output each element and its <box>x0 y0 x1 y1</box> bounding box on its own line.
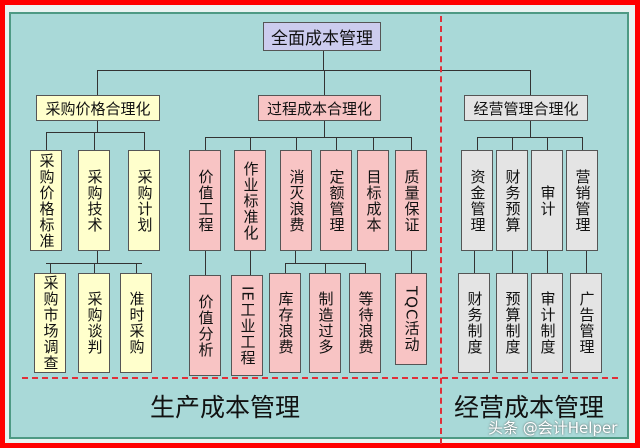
connector-line <box>205 251 206 275</box>
subcategory-node: 营销管理 <box>566 150 598 251</box>
operating-cost-label: 经营成本管理 <box>454 393 605 422</box>
connector-line <box>324 70 325 95</box>
detail-node: 库存浪费 <box>269 273 301 373</box>
connector-line <box>250 251 251 275</box>
subcategory-node: 财务预算 <box>496 150 528 251</box>
connector-line <box>365 263 366 273</box>
connector-line <box>586 251 587 273</box>
subcategory-node: 采购技术 <box>78 150 110 251</box>
subcategory-node: 采购价格标准 <box>30 150 62 251</box>
connector-line <box>512 137 513 150</box>
connector-line <box>325 263 326 273</box>
connector-line <box>136 263 137 273</box>
detail-node: TQC活动 <box>395 273 427 365</box>
connector-line <box>324 121 325 137</box>
horizontal-divider <box>22 377 618 379</box>
detail-node: 广告管理 <box>570 273 602 373</box>
connector-line <box>205 137 206 150</box>
detail-node: 财务制度 <box>458 273 490 373</box>
connector-line <box>477 137 582 138</box>
subcategory-node: 消灭浪费 <box>280 150 312 251</box>
subcategory-node: 价值工程 <box>189 150 221 251</box>
category-node: 经营管理合理化 <box>464 95 588 121</box>
connector-line <box>46 132 47 150</box>
root-node: 全面成本管理 <box>263 22 381 51</box>
connector-line <box>373 137 374 150</box>
connector-line <box>512 251 513 273</box>
connector-line <box>144 132 145 150</box>
connector-line <box>205 137 411 138</box>
connector-line <box>336 137 337 150</box>
connector-line <box>50 263 51 273</box>
connector-line <box>94 263 95 273</box>
category-node: 过程成本合理化 <box>258 95 381 121</box>
detail-node: 准时采购 <box>120 273 152 373</box>
connector-line <box>323 50 324 70</box>
subcategory-node: 目标成本 <box>357 150 389 251</box>
detail-node: 等待浪费 <box>349 273 381 373</box>
subcategory-node: 质量保证 <box>395 150 427 251</box>
connector-line <box>296 137 297 150</box>
connector-line <box>411 137 412 150</box>
detail-node: 审计制度 <box>531 273 563 373</box>
connector-line <box>94 132 95 150</box>
connector-line <box>97 70 530 71</box>
subcategory-node: 定额管理 <box>320 150 352 251</box>
connector-line <box>285 263 286 273</box>
detail-node: 预算制度 <box>496 273 528 373</box>
connector-line <box>582 137 583 150</box>
detail-node: 制造过多 <box>309 273 341 373</box>
subcategory-node: 作业标准化 <box>234 150 266 251</box>
subcategory-node: 采购计划 <box>128 150 160 251</box>
connector-line <box>97 251 98 263</box>
vertical-divider <box>440 16 442 444</box>
connector-line <box>477 137 478 150</box>
detail-node: IE工业工程 <box>231 275 263 376</box>
connector-line <box>530 70 531 95</box>
subcategory-node: 审计 <box>531 150 563 251</box>
connector-line <box>547 137 548 150</box>
connector-line <box>97 121 98 132</box>
detail-node: 采购市场调查 <box>34 273 66 373</box>
watermark: 头条 @会计Helper <box>488 419 618 437</box>
connector-line <box>411 251 412 273</box>
category-node: 采购价格合理化 <box>36 95 160 121</box>
connector-line <box>530 121 531 137</box>
connector-line <box>295 251 296 263</box>
connector-line <box>97 70 98 95</box>
connector-line <box>46 132 144 133</box>
connector-line <box>547 251 548 273</box>
production-cost-label: 生产成本管理 <box>150 393 301 422</box>
connector-line <box>474 251 475 273</box>
connector-line <box>250 137 251 150</box>
detail-node: 采购谈判 <box>78 273 110 373</box>
subcategory-node: 资金管理 <box>461 150 493 251</box>
detail-node: 价值分析 <box>189 275 221 376</box>
